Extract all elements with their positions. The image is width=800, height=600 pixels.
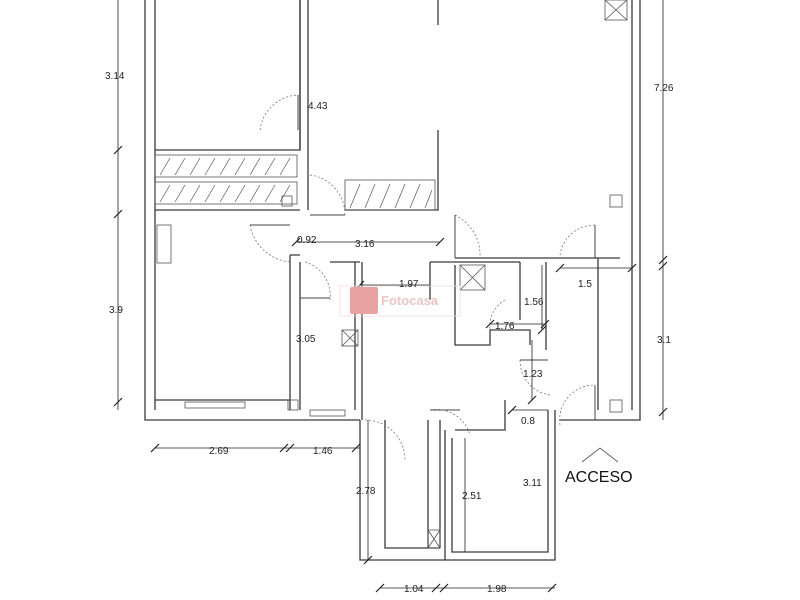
dim-bottom-mid-width: 1.46 xyxy=(313,446,333,457)
dim-bottom-right-width: 1.98 xyxy=(487,584,507,595)
dim-bottom-left-height: 3.9 xyxy=(109,305,123,316)
closet-hatching xyxy=(154,0,628,549)
dim-hall-height: 3.05 xyxy=(296,334,316,345)
dim-bath-depth: 1.76 xyxy=(495,321,515,332)
dim-bottom-left-width: 2.69 xyxy=(209,446,229,457)
dim-bottom-small-width: 1.04 xyxy=(404,584,424,595)
dimension-labels: 3.14 4.43 7.26 0.92 3.16 1.97 1.5 3.9 3.… xyxy=(105,71,674,595)
dim-kitchen-height: 2.78 xyxy=(356,486,376,497)
dim-corridor-width: 4.43 xyxy=(308,101,328,112)
dim-right-closet-width: 1.5 xyxy=(578,279,592,290)
watermark-logo xyxy=(350,287,378,314)
dim-entry-height: 3.11 xyxy=(523,478,542,489)
dim-small-gap: 1.23 xyxy=(523,369,543,380)
watermark-text: Fotocasa xyxy=(381,293,439,308)
dim-bath-width: 1.56 xyxy=(524,297,544,308)
entrance-label: ACCESO xyxy=(565,469,633,486)
dim-top-left-height: 3.14 xyxy=(105,71,125,82)
dim-door-width: 0.8 xyxy=(521,416,535,427)
dim-right-total-height: 7.26 xyxy=(654,83,674,94)
dimension-lines xyxy=(113,0,668,593)
dim-kitchen-inner-height: 2.51 xyxy=(462,491,482,502)
dim-hall-width: 1.97 xyxy=(399,279,419,290)
dim-left-gap: 0.92 xyxy=(297,235,317,246)
dim-mid-width: 3.16 xyxy=(355,239,375,250)
watermark: Fotocasa xyxy=(339,285,461,317)
doors xyxy=(249,94,596,461)
dim-right-lower-height: 3.1 xyxy=(657,335,671,346)
entrance-arrow xyxy=(581,447,619,463)
walls xyxy=(144,0,641,561)
